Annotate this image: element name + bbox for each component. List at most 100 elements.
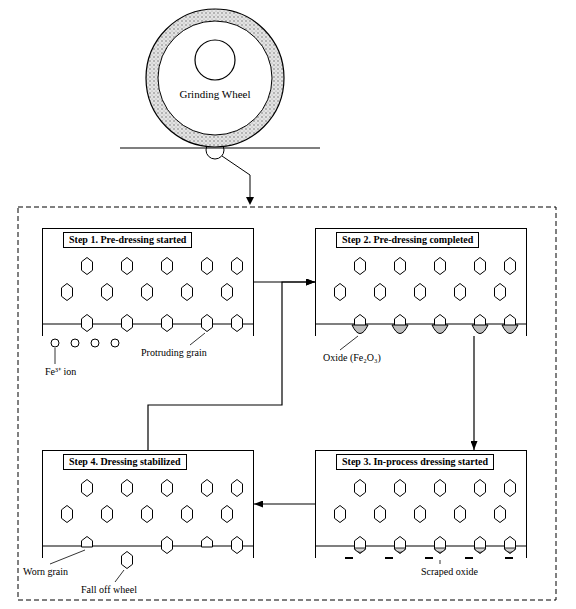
- abrasive-grain: [202, 480, 213, 497]
- fallen-grain: [122, 552, 133, 569]
- callout-label: Worn grain: [22, 566, 69, 578]
- callout-leader: [222, 156, 250, 199]
- wheel-body: [158, 21, 272, 135]
- dashed-frame: [18, 207, 556, 600]
- abrasive-grain: [62, 284, 73, 301]
- step-panel: Step 2. Pre-dressing completed: [315, 228, 527, 336]
- flow-arrow: [148, 282, 315, 450]
- fe-ion: [91, 339, 99, 347]
- bottom-grain: [355, 537, 366, 554]
- abrasive-grain: [122, 480, 133, 497]
- abrasive-grain: [435, 258, 446, 275]
- abrasive-grain: [162, 480, 173, 497]
- scraped-oxide: [505, 557, 513, 559]
- abrasive-grain: [475, 258, 486, 275]
- abrasive-grain: [335, 506, 346, 523]
- abrasive-grain: [505, 258, 516, 275]
- oxide-layer: [432, 325, 448, 334]
- wheel-surface: [315, 323, 527, 324]
- abrasive-grain: [122, 258, 133, 275]
- scraped-oxide: [385, 557, 393, 559]
- abrasive-grain: [505, 480, 516, 497]
- flow-arrow: [473, 336, 474, 450]
- wheel-surface: [42, 545, 254, 546]
- abrasive-grain: [415, 506, 426, 523]
- abrasive-grain: [395, 480, 406, 497]
- callout-label: Oxide (Fe₂O₃): [322, 352, 382, 364]
- abrasive-grain: [435, 480, 446, 497]
- grinding-wheel: Grinding Wheel: [145, 8, 285, 148]
- abrasive-grain: [375, 506, 386, 523]
- leader-line: [55, 348, 56, 364]
- fe-ion: [51, 339, 59, 347]
- wheel-surface: [42, 323, 254, 324]
- fe-ion: [71, 339, 79, 347]
- abrasive-grain: [182, 506, 193, 523]
- step-title: Step 2. Pre-dressing completed: [336, 232, 479, 248]
- oxide-layer: [352, 325, 368, 334]
- abrasive-grain: [232, 480, 243, 497]
- step-title: Step 3. In-process dressing started: [336, 454, 494, 470]
- oxide-layer: [394, 548, 406, 553]
- abrasive-grain: [222, 506, 233, 523]
- wheel-hub: [195, 40, 235, 80]
- bottom-grain: [162, 537, 173, 554]
- callout-label: Fe³⁺ ion: [44, 366, 77, 378]
- leader-line: [340, 336, 358, 350]
- callout-label: Scraped oxide: [420, 566, 479, 578]
- abrasive-grain: [395, 258, 406, 275]
- oxide-layer: [354, 548, 366, 553]
- step-title: Step 1. Pre-dressing started: [63, 232, 192, 248]
- abrasive-grain: [162, 258, 173, 275]
- abrasive-grain: [495, 506, 506, 523]
- abrasive-grain: [82, 258, 93, 275]
- bottom-grain: [475, 537, 486, 554]
- callout-label: Protruding grain: [140, 347, 208, 359]
- step-panel: Step 4. Dressing stabilized: [42, 450, 254, 558]
- abrasive-grain: [415, 284, 426, 301]
- wheel-rim: [146, 9, 284, 147]
- oxide-layer: [504, 548, 516, 553]
- abrasive-grain: [142, 506, 153, 523]
- oxide-layer: [502, 325, 518, 334]
- abrasive-grain: [222, 284, 233, 301]
- oxide-layer: [392, 325, 408, 334]
- abrasive-grain: [202, 258, 213, 275]
- oxide-layer: [472, 325, 488, 334]
- bottom-grain: [162, 315, 173, 332]
- abrasive-grain: [102, 284, 113, 301]
- bottom-grain: [82, 315, 93, 332]
- leader-line: [115, 570, 124, 582]
- bottom-grain: [122, 315, 133, 332]
- oxide-layer: [434, 548, 446, 553]
- bottom-grain: [505, 537, 516, 554]
- bottom-grain: [435, 537, 446, 554]
- abrasive-grain: [335, 284, 346, 301]
- abrasive-grain: [102, 506, 113, 523]
- flow-arrow: [254, 503, 315, 504]
- abrasive-grain: [82, 480, 93, 497]
- abrasive-grain: [475, 480, 486, 497]
- scraped-oxide: [345, 557, 353, 559]
- oxide-layer: [474, 548, 486, 553]
- abrasive-grain: [495, 284, 506, 301]
- callout-arrowhead: [246, 197, 254, 205]
- worn-grain: [202, 537, 213, 548]
- abrasive-grain: [62, 506, 73, 523]
- abrasive-grain: [232, 258, 243, 275]
- abrasive-grain: [142, 284, 153, 301]
- wheel-label: Grinding Wheel: [145, 88, 285, 101]
- step-panel: Step 1. Pre-dressing started: [42, 228, 254, 336]
- scraped-oxide: [465, 557, 473, 559]
- bottom-grain: [232, 537, 243, 554]
- bottom-grain: [202, 315, 213, 332]
- bottom-grain: [232, 315, 243, 332]
- scraped-oxide: [425, 557, 433, 559]
- abrasive-grain: [455, 506, 466, 523]
- fe-ion: [111, 339, 119, 347]
- leader-line: [440, 560, 441, 564]
- abrasive-grain: [375, 284, 386, 301]
- step-panel: Step 3. In-process dressing started: [315, 450, 527, 558]
